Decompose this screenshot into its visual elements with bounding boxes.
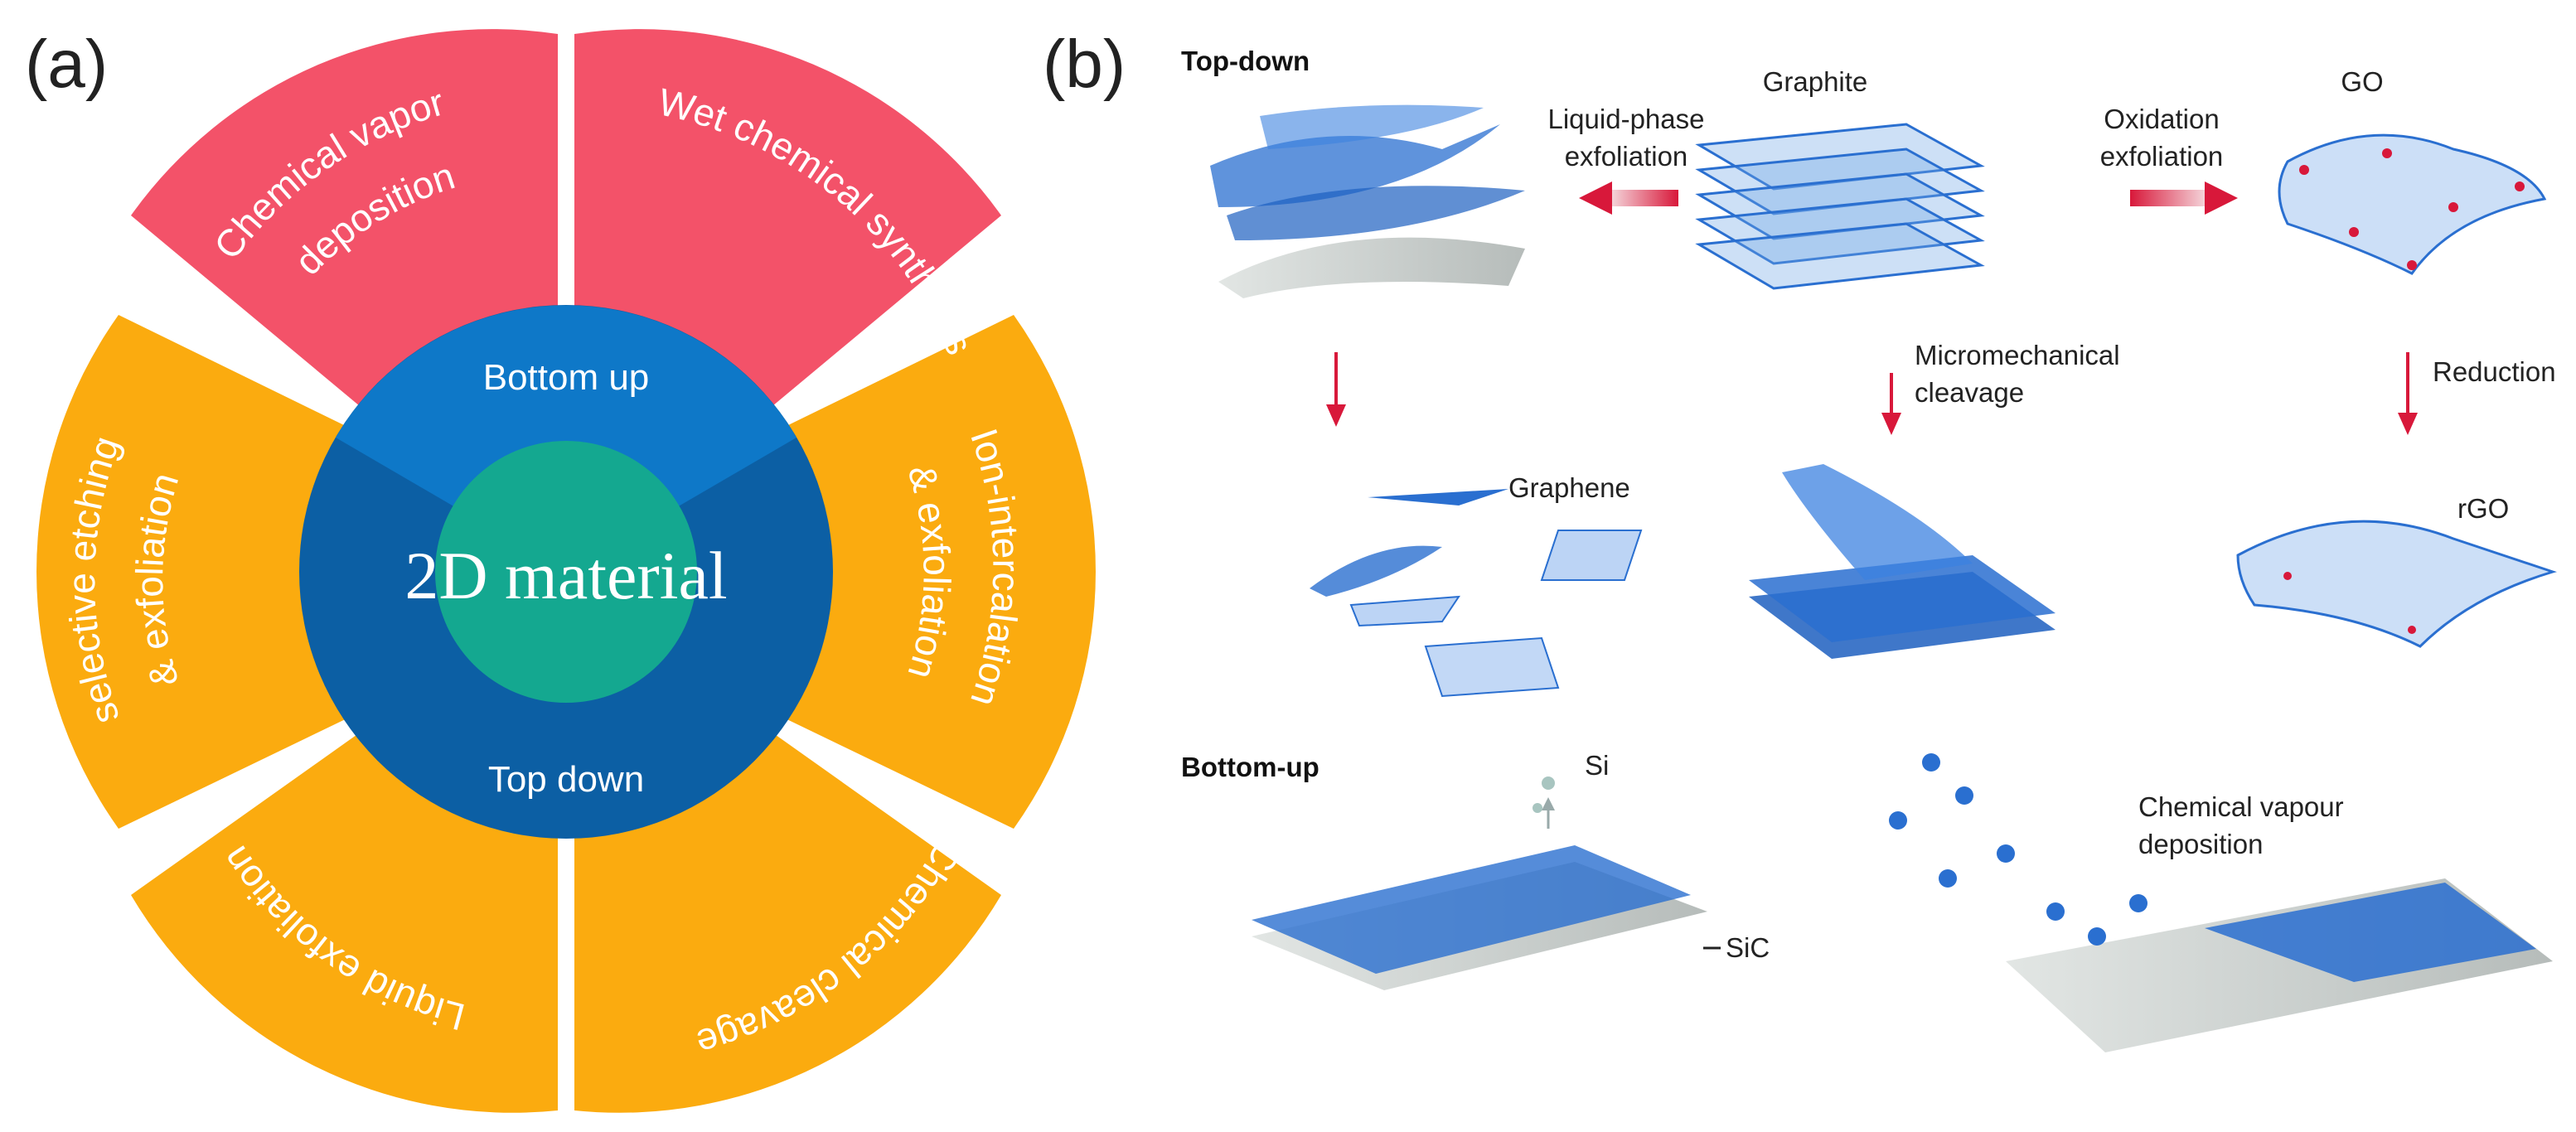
core-label: 2D material <box>404 538 727 613</box>
label-si: Si <box>1585 750 1609 781</box>
panel-b-label: (b) <box>1043 27 1126 102</box>
inner-ring <box>299 305 833 839</box>
arrow-down-micromech <box>1881 373 1901 435</box>
micromechanical-illustration <box>1749 464 2055 659</box>
sic-graphene-illustration <box>1252 776 1707 990</box>
segment-selective-etching <box>36 315 380 829</box>
label-liquid-phase: Liquid-phase <box>1548 104 1705 134</box>
label-reduction: Reduction <box>2433 356 2556 387</box>
panel-a-label: (a) <box>25 27 108 102</box>
label-oxidation-exfoliation: exfoliation <box>2100 141 2224 172</box>
heading-top-down: Top-down <box>1181 46 1310 76</box>
label-oxidation: Oxidation <box>2104 104 2219 134</box>
label-graphite: Graphite <box>1763 66 1868 97</box>
rgo-sheet-illustration <box>2236 520 2557 648</box>
label-cvd-line1: Chemical vapour <box>2138 791 2344 822</box>
label-sic: SiC <box>1726 932 1770 963</box>
go-sheet-illustration <box>2278 133 2547 275</box>
label-micromechanical: Micromechanical <box>1915 340 2120 370</box>
cvd-illustration <box>1889 753 2553 1052</box>
arrow-up-si <box>1542 797 1555 829</box>
label-graphene: Graphene <box>1508 472 1630 503</box>
label-cleavage: cleavage <box>1915 377 2024 408</box>
label-lpe-exfoliation: exfoliation <box>1565 141 1688 172</box>
arrow-liquid-phase <box>1579 181 1678 215</box>
label-rgo: rGO <box>2457 493 2509 524</box>
label-cvd-line2: deposition <box>2138 829 2263 859</box>
label-go: GO <box>2341 66 2383 97</box>
arrow-down-reduction <box>2398 352 2418 435</box>
heading-bottom-up: Bottom-up <box>1181 752 1319 782</box>
inner-label-bottom-up: Bottom up <box>483 357 650 398</box>
liquid-phase-illustration <box>1210 104 1525 298</box>
arrow-oxidation <box>2130 181 2238 215</box>
arrow-down-lpe <box>1326 352 1346 427</box>
core-circle <box>435 441 697 703</box>
segment-ion-intercalation <box>753 315 1096 829</box>
inner-ring-bottom-up <box>336 305 797 572</box>
graphene-flakes-illustration <box>1310 489 1643 698</box>
graphite-stack-illustration <box>1695 123 1985 290</box>
inner-label-top-down: Top down <box>488 759 644 800</box>
